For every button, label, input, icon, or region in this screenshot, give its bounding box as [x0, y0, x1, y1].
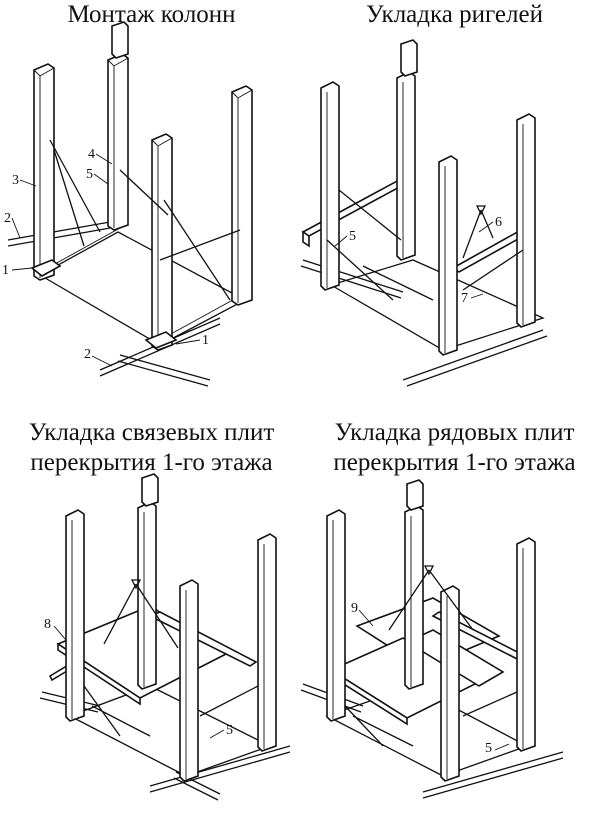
- column: [107, 21, 129, 231]
- ground-tie: [402, 329, 548, 387]
- panel-girder-laying: Укладка ригелей 5: [300, 0, 606, 416]
- column: [257, 533, 277, 752]
- panel-title: Монтаж колонн: [0, 0, 303, 30]
- panel-title-line: Укладка рядовых плит: [334, 419, 575, 446]
- sling: [130, 579, 142, 590]
- label: 5: [349, 229, 356, 244]
- girder: [451, 229, 529, 273]
- panel-title: Укладка связевых плит перекрытия 1-го эт…: [0, 418, 303, 478]
- floor-frame: [38, 231, 247, 346]
- label: 5: [485, 741, 492, 756]
- brace: [83, 685, 259, 737]
- row-slab-laying-drawing: 9 5: [300, 479, 564, 799]
- label: 3: [12, 173, 19, 188]
- label: 6: [495, 215, 502, 230]
- column: [326, 509, 346, 722]
- column: [396, 39, 418, 261]
- column: [440, 585, 460, 782]
- column: [438, 155, 458, 356]
- label: 5: [86, 167, 93, 182]
- sling: [423, 565, 435, 576]
- sling: [462, 209, 494, 259]
- girder: [302, 230, 310, 248]
- column: [320, 81, 340, 291]
- column: [65, 509, 85, 722]
- floor-frame: [329, 259, 545, 351]
- column: [516, 537, 536, 752]
- panel-column-installation: Монтаж колонн 1: [0, 0, 303, 416]
- panel-title: Укладка ригелей: [303, 0, 606, 30]
- sling: [103, 583, 179, 649]
- tie-slab-laying-drawing: 8 5: [39, 473, 291, 801]
- panel-title: Укладка рядовых плит перекрытия 1-го эта…: [303, 418, 606, 478]
- column: [179, 579, 199, 782]
- panel-title-line: перекрытия 1-го этажа: [30, 449, 273, 476]
- label: 1: [202, 333, 209, 348]
- brace: [49, 139, 241, 301]
- girder-laying-drawing: 5 6 7: [300, 39, 548, 387]
- panel-row-slab-laying: Укладка рядовых плит перекрытия 1-го эта…: [300, 416, 606, 832]
- label: 4: [88, 147, 95, 162]
- ground-tie: [7, 221, 111, 247]
- label: 9: [351, 601, 358, 616]
- brace: [326, 189, 524, 301]
- column: [231, 85, 253, 306]
- panel-title-line: Укладка связевых плит: [28, 419, 275, 446]
- column: [137, 473, 159, 690]
- brace: [344, 691, 518, 747]
- column-installation-drawing: 1 2 3 4 5 1 2: [2, 21, 253, 387]
- label: 8: [44, 617, 51, 632]
- panel-title-line: Укладка ригелей: [366, 1, 543, 28]
- label: 2: [4, 211, 11, 226]
- label: 7: [461, 291, 468, 306]
- column: [30, 63, 62, 281]
- sling: [475, 205, 487, 216]
- panel-title-line: Монтаж колонн: [67, 1, 236, 28]
- panel-tie-slab-laying: Укладка связевых плит перекрытия 1-го эт…: [0, 416, 303, 832]
- floor-frame: [68, 685, 272, 777]
- column: [144, 133, 178, 351]
- label: 5: [226, 723, 233, 738]
- girder: [301, 179, 407, 237]
- label: 2: [84, 347, 91, 362]
- sling: [388, 569, 474, 631]
- label: 1: [2, 263, 9, 278]
- column: [516, 113, 536, 328]
- panel-title-line: перекрытия 1-го этажа: [333, 449, 576, 476]
- ground-tie: [149, 745, 291, 793]
- column: [404, 479, 424, 690]
- ground-tie: [422, 751, 564, 799]
- ground-tie: [117, 354, 211, 387]
